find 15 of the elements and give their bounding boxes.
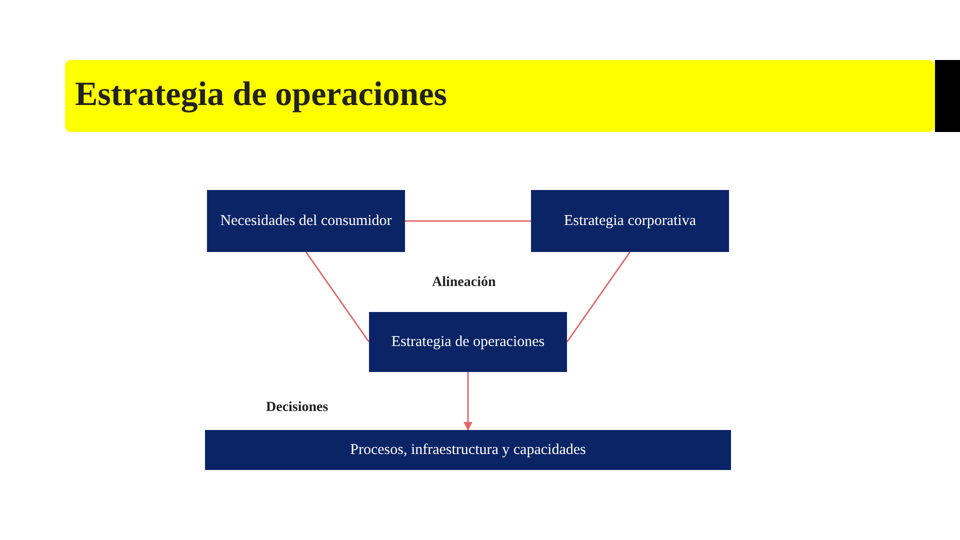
box-text: Estrategia corporativa bbox=[564, 212, 696, 230]
connector-line bbox=[464, 372, 472, 431]
slide-title: Estrategia de operaciones bbox=[75, 76, 448, 114]
annotation-label: Decisiones bbox=[266, 400, 328, 416]
process-box bbox=[531, 190, 729, 252]
annotation-label: Alineación bbox=[432, 275, 496, 291]
box-text: Estrategia de operaciones bbox=[391, 332, 545, 352]
connector-line bbox=[305, 252, 370, 342]
connector-line bbox=[405, 220, 531, 222]
box-text: Necesidades del consumidor bbox=[220, 212, 392, 230]
process-box bbox=[369, 312, 567, 372]
process-box bbox=[205, 430, 731, 470]
process-box bbox=[207, 190, 405, 252]
connector-line bbox=[566, 252, 631, 342]
box-text: Procesos, infraestructura y capacidades bbox=[350, 440, 586, 460]
